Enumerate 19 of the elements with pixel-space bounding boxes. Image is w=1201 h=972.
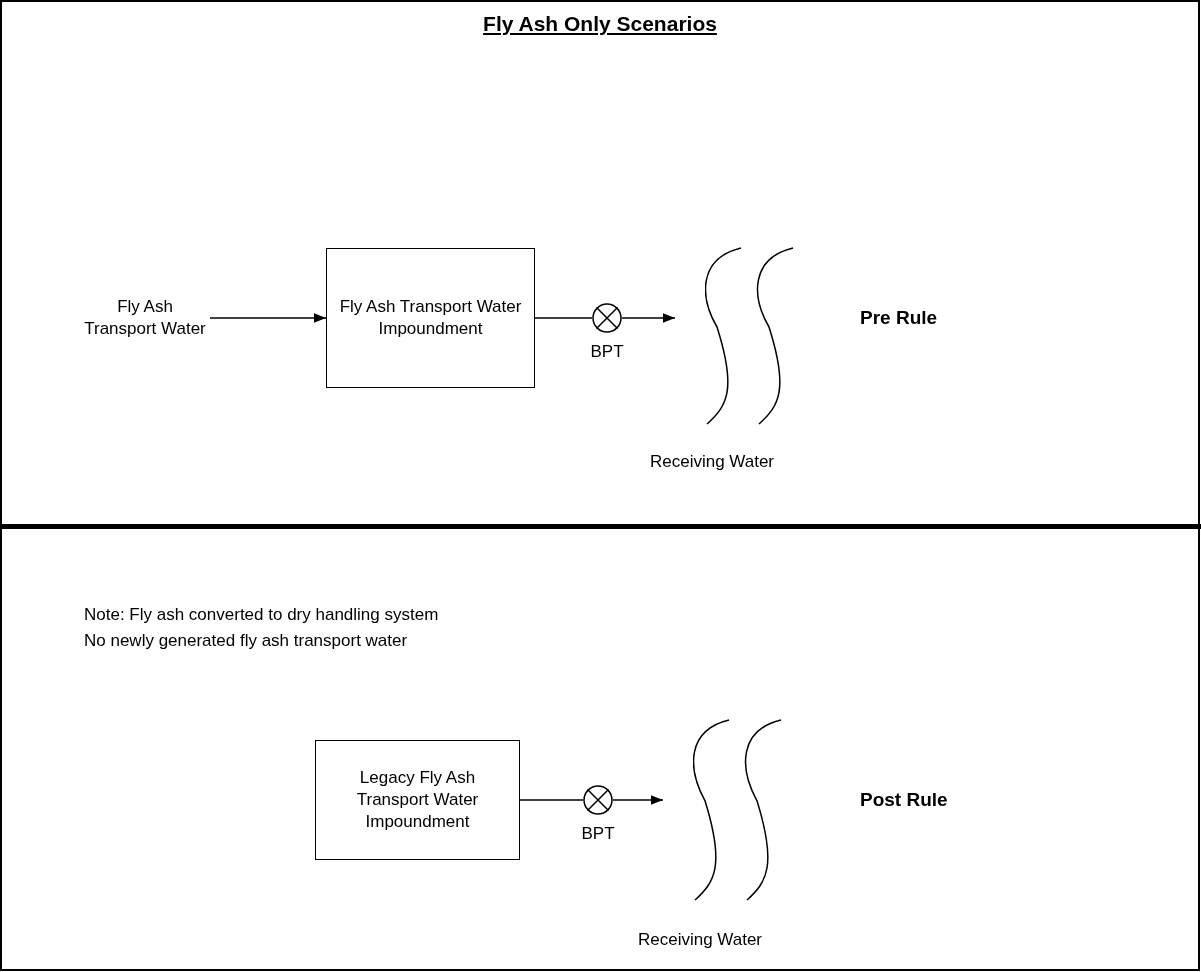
impoundment-box: Legacy Fly Ash Transport Water Impoundment (315, 740, 520, 860)
arrow (612, 795, 664, 805)
connector-line (534, 317, 593, 319)
sampling-point-symbol (583, 785, 613, 815)
note-text: No newly generated fly ash transport water (84, 630, 409, 652)
note-text: Note: Fly ash converted to dry handling system (84, 604, 440, 626)
title: Fly Ash Only Scenarios (482, 11, 718, 37)
scenario-label: Pre Rule (860, 306, 939, 330)
sampling-point-symbol (592, 303, 622, 333)
water-body-label: Receiving Water (648, 451, 776, 473)
arrow (621, 313, 676, 323)
connector-line (519, 799, 584, 801)
water-body-label: Receiving Water (636, 929, 764, 951)
scenario-label: Post Rule (860, 788, 949, 812)
point-label: BPT (589, 341, 625, 363)
point-label: BPT (580, 823, 616, 845)
flow-source-text: Fly Ash Transport Water (80, 290, 210, 346)
impoundment-box: Fly Ash Transport Water Impoundment (326, 248, 535, 388)
arrow (209, 313, 327, 323)
